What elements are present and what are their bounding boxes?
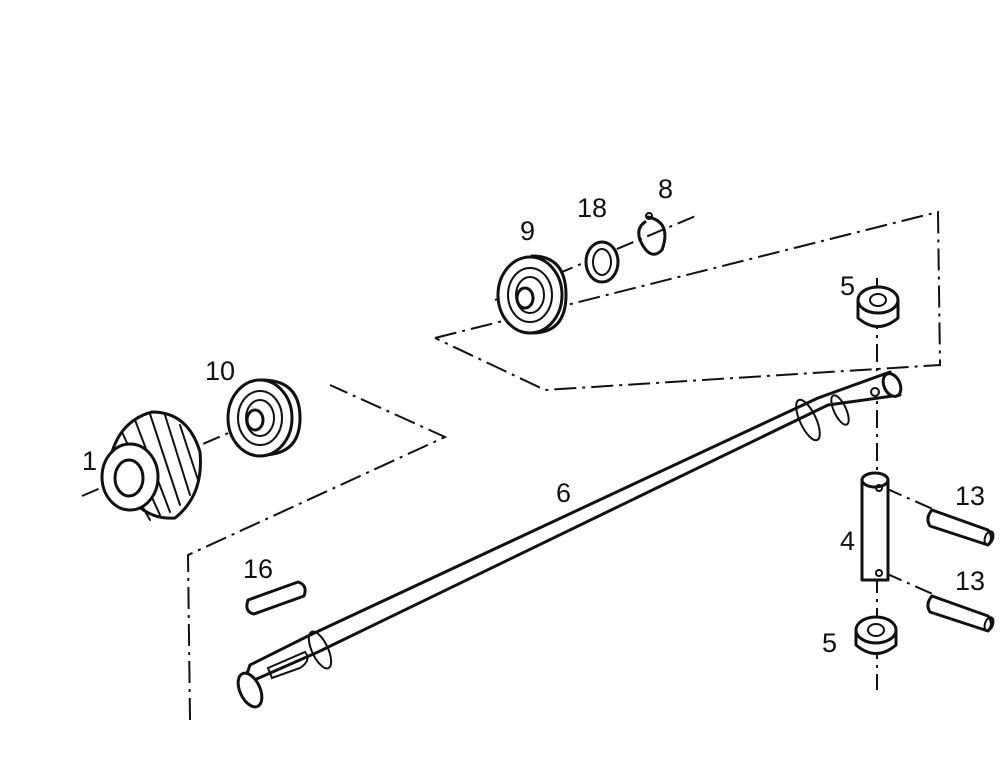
label-part-10: 10 bbox=[205, 356, 235, 386]
circlip bbox=[637, 212, 667, 256]
part-labels: 1 10 9 18 8 5 6 13 4 16 13 5 bbox=[82, 174, 985, 658]
upper-group-outline bbox=[434, 210, 942, 392]
bush-upper bbox=[856, 285, 900, 328]
label-part-8: 8 bbox=[658, 174, 673, 204]
ball-bearing-lower bbox=[226, 378, 302, 458]
lower-group-outline bbox=[186, 384, 448, 721]
bevel-gear bbox=[100, 410, 202, 521]
ball-bearing-upper bbox=[496, 254, 568, 335]
assembly-group-outlines bbox=[186, 210, 942, 721]
pin bbox=[860, 471, 890, 582]
shaft bbox=[236, 370, 903, 709]
label-part-9: 9 bbox=[520, 216, 535, 246]
feather-key bbox=[245, 580, 307, 616]
label-part-6: 6 bbox=[556, 478, 571, 508]
label-part-13-lower: 13 bbox=[955, 566, 985, 596]
label-part-18: 18 bbox=[577, 193, 607, 223]
label-part-1: 1 bbox=[82, 446, 97, 476]
shim-ring bbox=[584, 240, 620, 284]
label-part-16: 16 bbox=[243, 554, 273, 584]
label-part-5-lower: 5 bbox=[822, 628, 837, 658]
left-axis bbox=[81, 427, 241, 497]
label-part-4: 4 bbox=[840, 526, 855, 556]
roll-pin-lower bbox=[926, 594, 995, 633]
label-part-13-upper: 13 bbox=[955, 481, 985, 511]
roll-pin-upper bbox=[926, 508, 995, 547]
pin-axis-lower-horizontal bbox=[884, 572, 936, 596]
bush-lower bbox=[854, 615, 898, 655]
pin-axis-upper-horizontal bbox=[884, 487, 936, 511]
label-part-5-upper: 5 bbox=[840, 271, 855, 301]
